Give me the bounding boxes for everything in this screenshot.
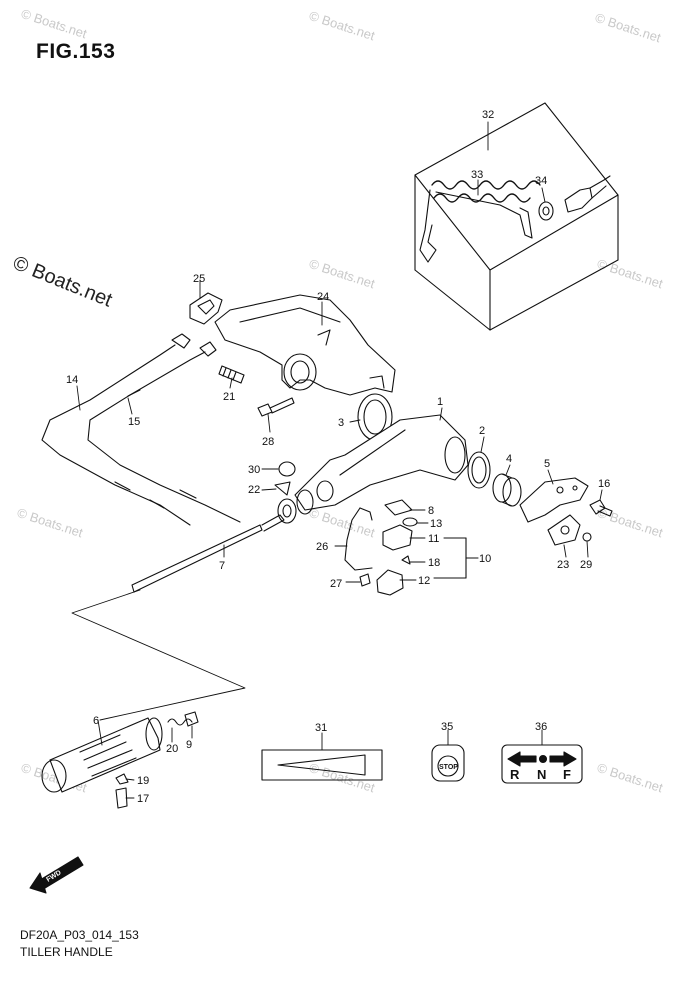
- part-19: [115, 773, 129, 785]
- part-26: [344, 507, 373, 571]
- part-29: [582, 532, 592, 542]
- leader-lines: [76, 121, 603, 799]
- callout-17: 17: [137, 793, 149, 805]
- part-18: [401, 555, 411, 565]
- callout-23: 23: [557, 559, 569, 571]
- callout-7: 7: [219, 560, 225, 572]
- callout-5: 5: [544, 458, 550, 470]
- bracket-24: [214, 294, 396, 396]
- figure-title: FIG.153: [36, 40, 116, 63]
- part-5: [519, 477, 589, 523]
- callout-6: 6: [93, 715, 99, 727]
- part-9: [184, 711, 199, 727]
- stop-switch-35: [431, 744, 465, 782]
- callout-30: 30: [248, 464, 260, 476]
- callout-numbers: 1 2 3 4 5 6 7 8 9 10 11 12 13 14 15 16 1…: [66, 109, 610, 805]
- callout-14: 14: [66, 374, 78, 386]
- callout-3: 3: [338, 417, 344, 429]
- part-30: [278, 461, 296, 477]
- part-8: [384, 499, 413, 516]
- part-28: [257, 397, 295, 417]
- callout-24: 24: [317, 291, 329, 303]
- callout-8: 8: [428, 505, 434, 517]
- callout-20: 20: [166, 743, 178, 755]
- stop-label: STOP: [439, 764, 458, 771]
- part-17: [115, 787, 128, 809]
- fwd-arrow-icon: [29, 856, 84, 894]
- group-bracket-10: [433, 537, 479, 579]
- throttle-cable-15: [87, 341, 241, 523]
- callout-34: 34: [535, 175, 547, 187]
- leader-route: [71, 589, 246, 721]
- callout-2: 2: [479, 425, 485, 437]
- callout-15: 15: [128, 416, 140, 428]
- callout-21: 21: [223, 391, 235, 403]
- part-23: [547, 514, 581, 546]
- kit-box-32: [414, 102, 619, 331]
- callout-26: 26: [316, 541, 328, 553]
- callout-10: 10: [479, 553, 491, 565]
- callout-22: 22: [248, 484, 260, 496]
- part-20: [167, 718, 193, 726]
- part-27: [359, 573, 371, 587]
- part-4: [492, 473, 522, 507]
- part-12: [376, 569, 404, 596]
- part-22: [274, 481, 291, 496]
- part-7: [131, 514, 285, 593]
- callout-33: 33: [471, 169, 483, 181]
- part-21: [218, 365, 245, 384]
- figure-code: DF20A_P03_014_153: [20, 928, 139, 942]
- callout-25: 25: [193, 273, 205, 285]
- callout-18: 18: [428, 557, 440, 569]
- callout-16: 16: [598, 478, 610, 490]
- shift-r-label: R: [510, 767, 520, 782]
- callout-13: 13: [430, 518, 442, 530]
- callout-4: 4: [506, 453, 512, 465]
- shift-n-label: N: [537, 767, 546, 782]
- callout-36: 36: [535, 721, 547, 733]
- callout-12: 12: [418, 575, 430, 587]
- shift-f-label: F: [563, 767, 571, 782]
- figure-caption: TILLER HANDLE: [20, 945, 113, 959]
- callout-27: 27: [330, 578, 342, 590]
- part-2: [467, 451, 491, 489]
- callout-29: 29: [580, 559, 592, 571]
- throttle-cable-14: [41, 333, 191, 526]
- callout-35: 35: [441, 721, 453, 733]
- callout-19: 19: [137, 775, 149, 787]
- part-13: [402, 517, 418, 527]
- callout-32: 32: [482, 109, 494, 121]
- callout-9: 9: [186, 739, 192, 751]
- decal-31: [261, 749, 383, 781]
- callout-11: 11: [428, 533, 439, 545]
- callout-1: 1: [437, 396, 443, 408]
- grip-6: [41, 717, 163, 793]
- part-11: [382, 524, 413, 551]
- part-25: [189, 292, 223, 325]
- tiller-arm-1: [277, 414, 469, 524]
- callout-31: 31: [315, 722, 327, 734]
- part-25-hole: [197, 299, 215, 315]
- callout-28: 28: [262, 436, 274, 448]
